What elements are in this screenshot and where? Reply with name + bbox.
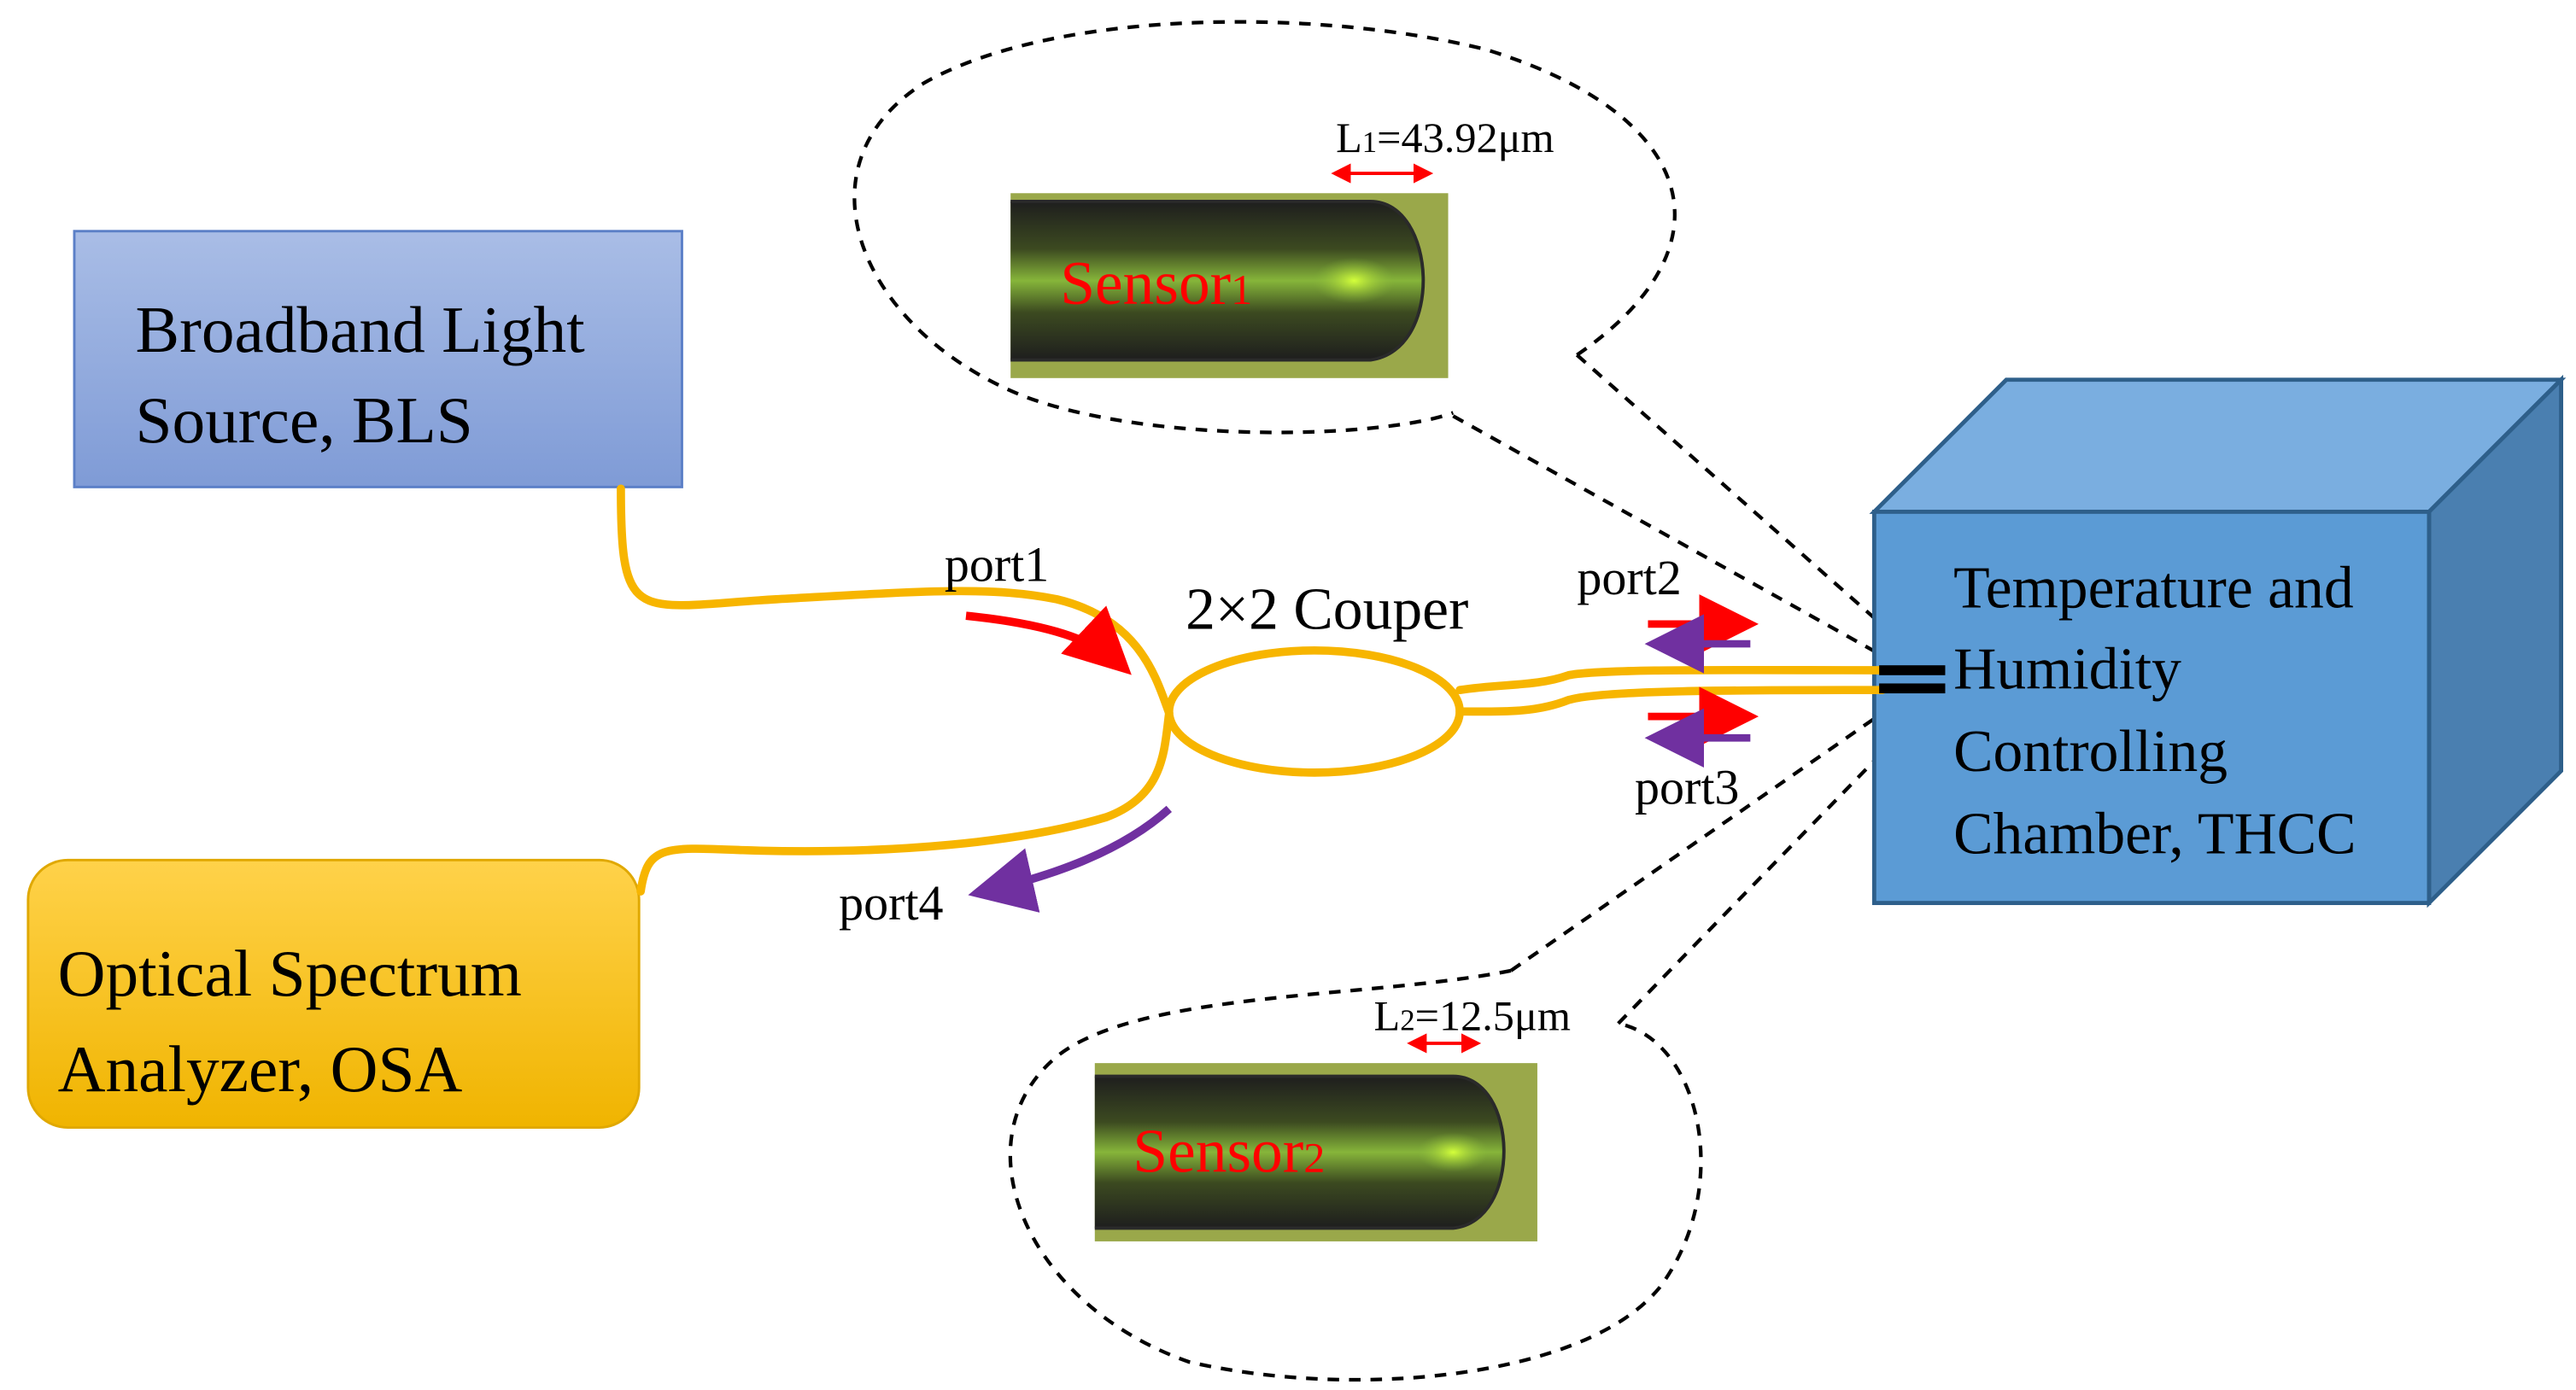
port2-label: port2 bbox=[1577, 550, 1681, 605]
thcc-label-line4: Chamber, THCC bbox=[1953, 802, 2356, 867]
port1-input-arrow bbox=[965, 605, 1132, 675]
thcc-label-line3: Controlling bbox=[1953, 719, 2228, 785]
thcc-label-line2: Humidity bbox=[1953, 636, 2181, 702]
port3-label: port3 bbox=[1635, 760, 1739, 815]
bls-label-line2: Source, BLS bbox=[136, 383, 473, 457]
fiber-to-port3 bbox=[1455, 686, 1887, 716]
sensor1-image bbox=[1010, 193, 1449, 378]
fiber-termination bbox=[1879, 665, 1946, 694]
port4-output-arrow bbox=[968, 805, 1173, 913]
osa-box bbox=[26, 858, 641, 1129]
sensor2-callout-outline bbox=[1008, 968, 1703, 1382]
bls-box bbox=[73, 230, 683, 488]
thcc-chamber bbox=[1869, 374, 2567, 908]
bls-label-line1: Broadband Light bbox=[136, 293, 586, 366]
sensor2-leader-line-a bbox=[1509, 688, 1917, 972]
fiber-bls-to-coupler bbox=[617, 484, 1174, 718]
sensor1-leader-line-a bbox=[1575, 353, 1909, 649]
sensor1-label: Sensor1 bbox=[1060, 248, 1252, 318]
thcc-front-face bbox=[1871, 509, 2432, 906]
sensor2-length-label: L2=12.5μm bbox=[1374, 991, 1571, 1039]
coupler-loop bbox=[1164, 645, 1464, 777]
fiber-paths bbox=[617, 484, 1887, 896]
sensor1-callout bbox=[852, 20, 1909, 663]
sensor2-label: Sensor2 bbox=[1133, 1117, 1325, 1186]
coupler-label: 2×2 Couper bbox=[1186, 577, 1468, 643]
port1-label: port1 bbox=[945, 537, 1049, 593]
fiber-to-port2 bbox=[1455, 665, 1887, 695]
fiber-osa-to-coupler bbox=[636, 709, 1174, 896]
sensor1-callout-outline bbox=[852, 20, 1677, 435]
port4-label: port4 bbox=[839, 875, 943, 931]
osa-label-line2: Analyzer, OSA bbox=[58, 1032, 463, 1106]
thcc-label-line1: Temperature and bbox=[1953, 556, 2354, 622]
sensor1-leader-line-b bbox=[1452, 414, 1892, 663]
osa-label-line1: Optical Spectrum bbox=[58, 937, 522, 1010]
sensor2-image bbox=[1094, 1063, 1537, 1241]
sensor1-length-label: L1=43.92μm bbox=[1336, 114, 1554, 161]
